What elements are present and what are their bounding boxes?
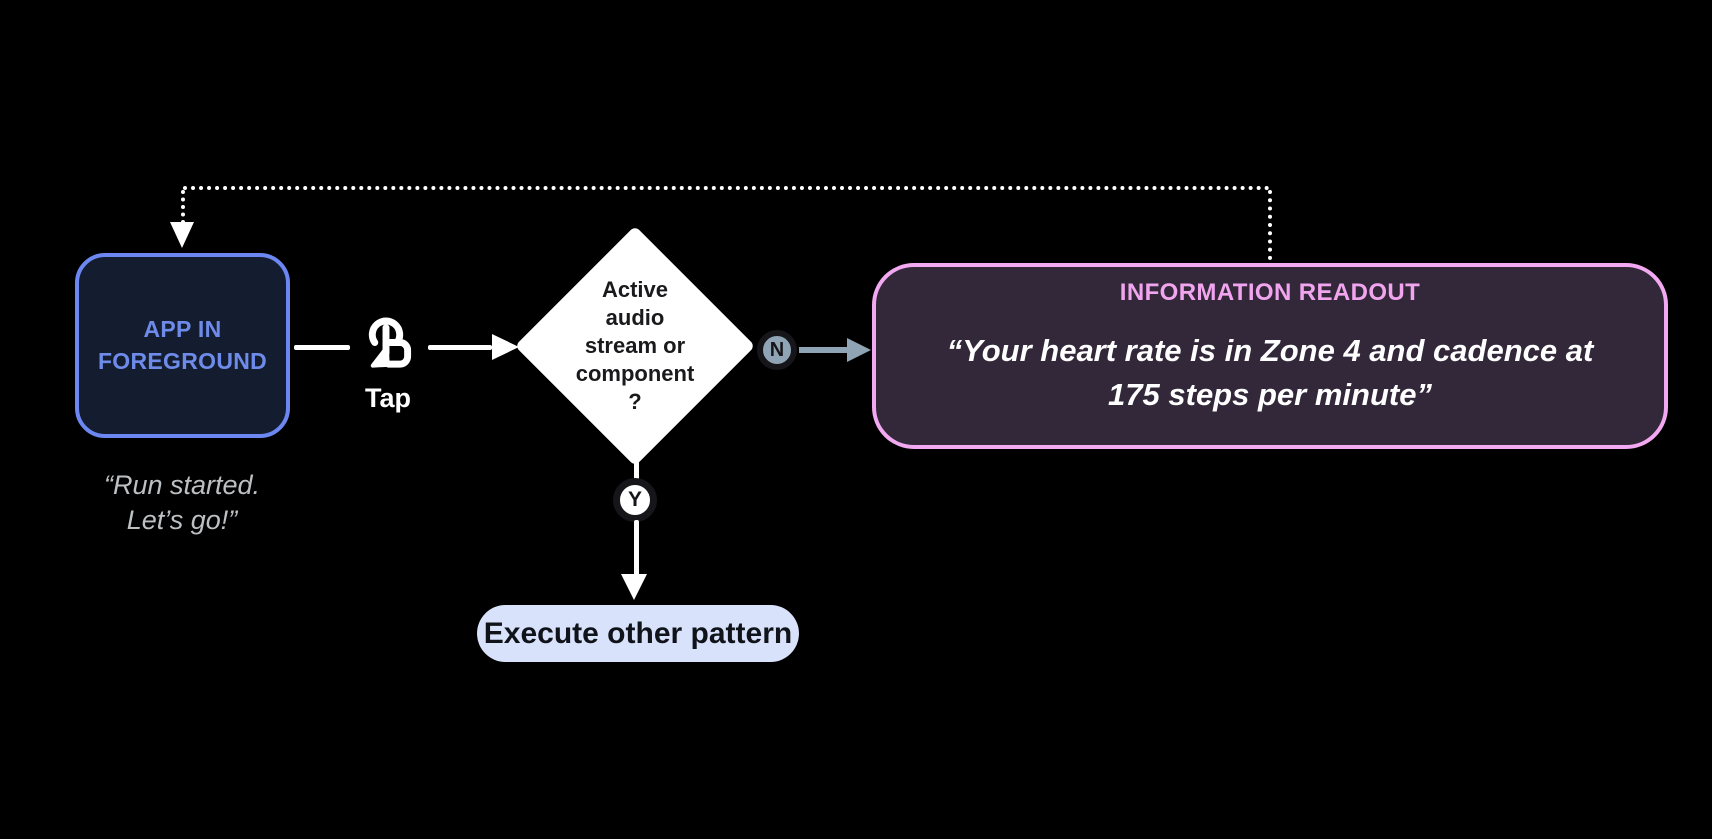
readout-quote-line-2: 175 steps per minute” bbox=[1108, 377, 1432, 413]
connector-no-label: N bbox=[769, 338, 785, 361]
information-readout-title: INFORMATION READOUT bbox=[1119, 279, 1421, 306]
app-in-foreground-node: APP IN FOREGROUND bbox=[75, 253, 290, 438]
yes-branch-arrowhead-icon bbox=[621, 574, 647, 600]
information-readout-node: INFORMATION READOUT “Your heart rate is … bbox=[872, 263, 1668, 449]
decision-line-4: component bbox=[575, 360, 695, 386]
tap-gesture-icon bbox=[368, 317, 412, 368]
tap-label: Tap bbox=[365, 383, 411, 413]
execute-other-pattern-label: Execute other pattern bbox=[483, 616, 793, 650]
connector-yes-label: Y bbox=[627, 488, 642, 511]
tap-to-decision-arrowhead-icon bbox=[492, 334, 519, 360]
caption-line-2: Let’s go!” bbox=[126, 504, 238, 535]
connector-no-badge: N bbox=[757, 330, 797, 370]
app-label-line-1: APP IN bbox=[143, 316, 222, 343]
execute-other-pattern-node: Execute other pattern bbox=[477, 605, 799, 662]
decision-line-3: stream or bbox=[584, 333, 686, 359]
app-in-foreground-label: APP IN FOREGROUND bbox=[98, 314, 267, 376]
app-to-tap-line bbox=[294, 345, 350, 350]
yes-branch-line-top bbox=[634, 452, 639, 480]
decision-line-1: Active bbox=[601, 277, 669, 303]
decision-line-2: audio bbox=[605, 305, 665, 331]
connector-yes-badge: Y bbox=[613, 478, 657, 522]
caption-line-1: “Run started. bbox=[103, 470, 261, 500]
run-started-caption: “Run started. Let’s go!” bbox=[32, 468, 332, 537]
decision-line-5: ? bbox=[628, 388, 642, 414]
feedback-loop-top-line bbox=[183, 186, 1270, 190]
no-branch-line bbox=[799, 347, 849, 353]
tap-to-decision-line bbox=[428, 345, 492, 350]
app-label-line-2: FOREGROUND bbox=[97, 347, 268, 374]
feedback-loop-arrowhead-icon bbox=[170, 222, 194, 248]
information-readout-quote: “Your heart rate is in Zone 4 and cadenc… bbox=[876, 329, 1664, 417]
yes-branch-line-bottom bbox=[634, 520, 639, 576]
no-branch-arrowhead-icon bbox=[847, 338, 871, 362]
decision-diamond-label: Active audio stream or component ? bbox=[543, 266, 727, 426]
readout-quote-line-1: “Your heart rate is in Zone 4 and cadenc… bbox=[946, 333, 1594, 368]
feedback-loop-right-line bbox=[1268, 190, 1272, 260]
feedback-loop-left-line bbox=[181, 190, 185, 224]
